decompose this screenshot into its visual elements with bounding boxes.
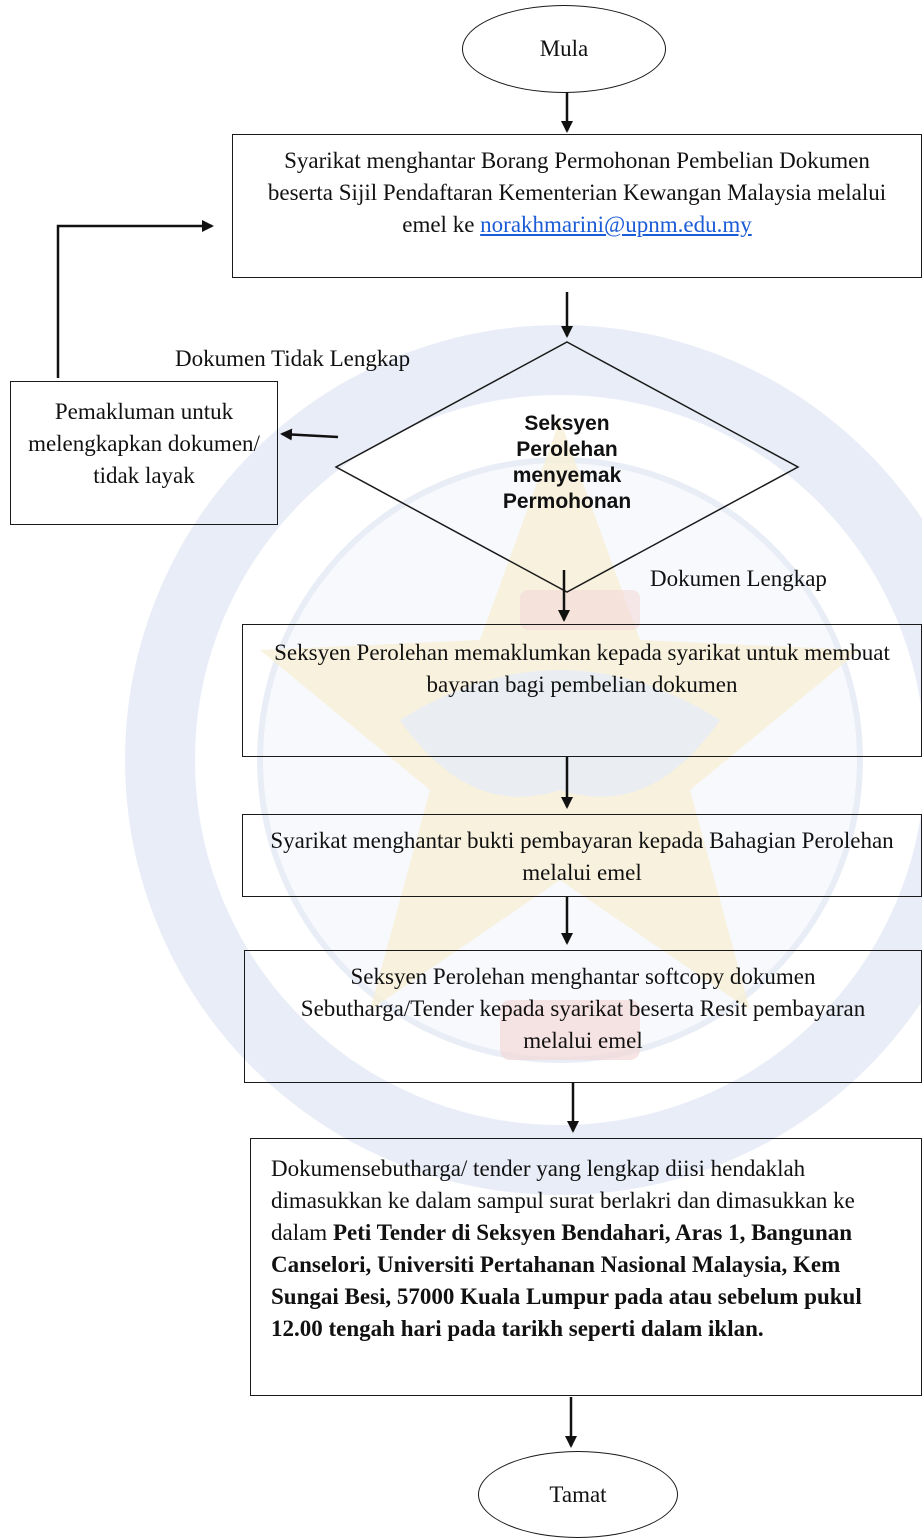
decision-line-2: Perolehan	[516, 438, 618, 461]
decision-line-1: Seksyen	[524, 412, 610, 435]
step4-text: Seksyen Perolehan menghantar softcopy do…	[300, 964, 866, 1053]
incomplete-label: Dokumen Tidak Lengkap	[175, 346, 411, 371]
step-submit-tender: Dokumensebutharga/ tender yang lengkap d…	[250, 1138, 922, 1396]
step-submit-application: Syarikat menghantar Borang Permohonan Pe…	[232, 134, 922, 278]
decision-line-4: Permohonan	[502, 490, 632, 513]
notify-text: Pemakluman untuk melengkapkan dokumen/ t…	[28, 399, 260, 488]
step-notify-payment: Seksyen Perolehan memaklumkan kepada sya…	[242, 624, 922, 757]
complete-label: Dokumen Lengkap	[650, 566, 827, 591]
step-send-proof: Syarikat menghantar bukti pembayaran kep…	[242, 814, 922, 897]
start-terminal: Mula	[462, 5, 666, 93]
final-bold-text: Peti Tender di Seksyen Bendahari, Aras 1…	[271, 1220, 862, 1341]
start-label: Mula	[539, 36, 589, 61]
step2-text: Seksyen Perolehan memaklumkan kepada sya…	[274, 640, 890, 697]
step1-text: Syarikat menghantar Borang Permohonan Pe…	[267, 148, 887, 237]
notify-incomplete-box: Pemakluman untuk melengkapkan dokumen/ t…	[10, 381, 278, 525]
step3-text: Syarikat menghantar bukti pembayaran kep…	[270, 828, 894, 885]
decision-diamond	[334, 341, 800, 593]
end-label: Tamat	[549, 1481, 607, 1507]
final-plain-text: Dokumensebutharga/ tender yang lengkap d…	[271, 1156, 855, 1245]
end-terminal: Tamat	[478, 1451, 678, 1538]
step-send-softcopy: Seksyen Perolehan menghantar softcopy do…	[244, 950, 922, 1083]
decision-label: Seksyen Perolehan menyemak Permohonan	[467, 411, 667, 515]
decision-line-3: menyemak	[512, 464, 622, 487]
email-link[interactable]: norakhmarini@upnm.edu.my	[480, 212, 752, 237]
